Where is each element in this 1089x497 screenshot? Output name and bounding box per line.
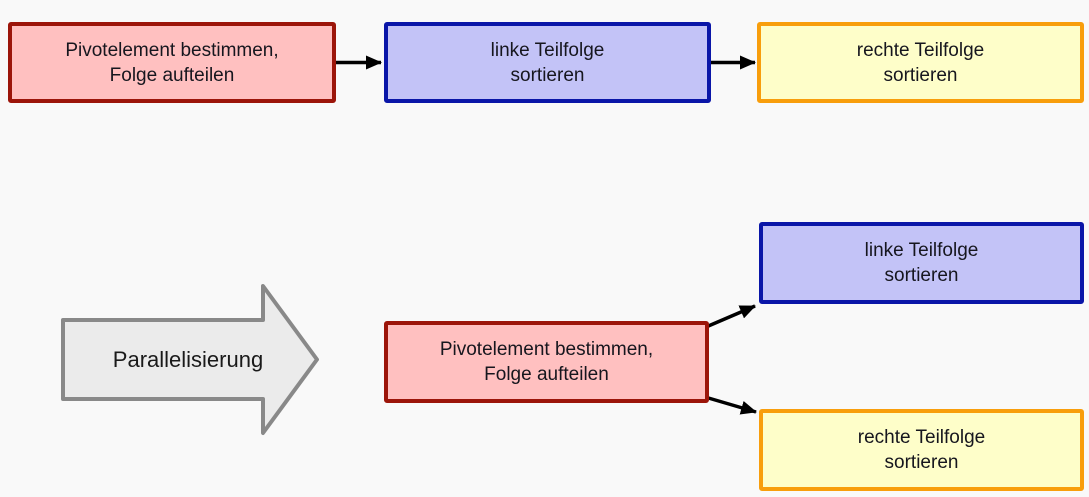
parallelisierung-label: Parallelisierung xyxy=(112,346,264,372)
box-right-subsequence-parallel: rechte Teilfolge sortieren xyxy=(759,409,1084,491)
box-left-subsequence-parallel: linke Teilfolge sortieren xyxy=(759,222,1084,304)
box-pivot-parallel: Pivotelement bestimmen, Folge aufteilen xyxy=(384,321,709,403)
connector-pivot-to-left-par xyxy=(705,304,756,329)
box-left-subsequence-sequential: linke Teilfolge sortieren xyxy=(384,22,711,103)
box-pivot-sequential: Pivotelement bestimmen, Folge aufteilen xyxy=(8,22,336,103)
connector-pivot-to-right-par xyxy=(704,395,757,415)
box-right-subsequence-sequential: rechte Teilfolge sortieren xyxy=(757,22,1084,103)
parallelisierung-arrow-shape xyxy=(61,284,319,435)
